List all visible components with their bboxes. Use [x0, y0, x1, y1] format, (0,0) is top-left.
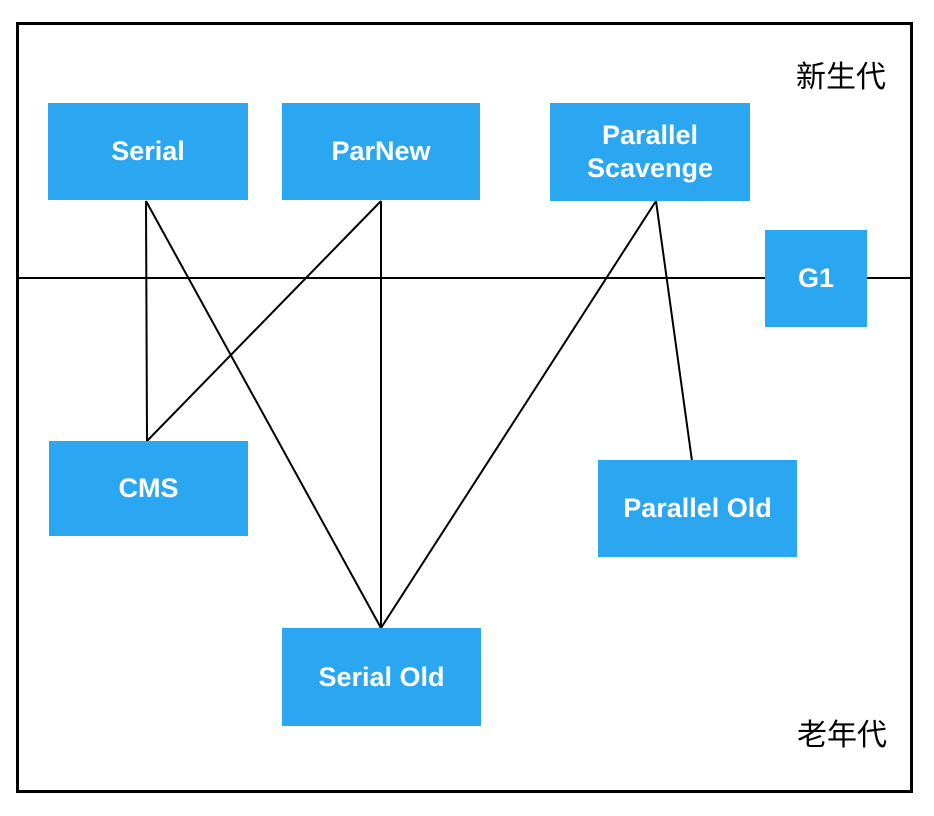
node-parallel-scavenge: Parallel Scavenge [550, 103, 750, 201]
node-g1: G1 [765, 230, 867, 327]
node-serial-old: Serial Old [282, 628, 481, 726]
node-serial: Serial [48, 103, 248, 200]
heap-boundary-rectangle [16, 22, 913, 793]
node-cms: CMS [49, 441, 248, 536]
node-parallel-old: Parallel Old [598, 460, 797, 557]
node-parnew: ParNew [282, 103, 480, 200]
old-generation-label: 老年代 [797, 719, 887, 752]
young-generation-label: 新生代 [796, 61, 886, 94]
